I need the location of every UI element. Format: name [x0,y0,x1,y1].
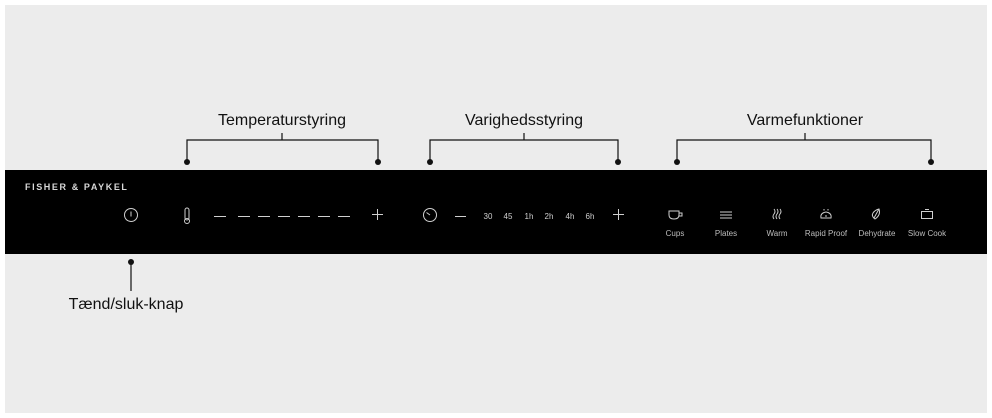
control-panel [5,170,987,254]
warm-button[interactable] [771,208,783,220]
temperature-decrease-button[interactable] [214,216,226,217]
cups-icon [668,210,683,220]
duration-bracket [429,133,619,162]
cups-button[interactable] [668,209,684,221]
temperature-bracket-dot-right [375,159,381,165]
slow-cook-button[interactable] [920,208,934,220]
temperature-increase-button[interactable] [372,209,383,220]
duration-option-30[interactable]: 30 [483,212,493,221]
power-icon [124,208,138,222]
temperature-control-label: Temperaturstyring [217,112,347,129]
power-button-label: Tænd/sluk-knap [68,296,184,313]
dehydrate-label: Dehydrate [858,229,896,238]
duration-option-6h[interactable]: 6h [585,212,595,221]
timer-icon [423,208,437,222]
duration-decrease-button[interactable] [455,216,466,217]
slow-cook-label: Slow Cook [907,229,947,238]
dehydrate-icon [871,208,880,220]
duration-control-label: Varighedsstyring [465,112,583,129]
temperature-level-segment[interactable] [338,216,350,217]
temperature-level-segment[interactable] [238,216,250,217]
rapid-proof-label: Rapid Proof [804,229,848,238]
heat-functions-bracket-dot-right [928,159,934,165]
duration-bracket-dot-right [615,159,621,165]
brand-logo: FISHER & PAYKEL [25,182,129,192]
duration-option-4h[interactable]: 4h [565,212,575,221]
duration-option-2h[interactable]: 2h [544,212,554,221]
slow-cook-icon [921,209,933,219]
rapid-proof-button[interactable] [819,208,833,220]
duration-option-1h[interactable]: 1h [524,212,534,221]
power-button[interactable] [123,207,139,223]
power-leader-dot [128,259,134,265]
temperature-level-segment[interactable] [298,216,310,217]
plates-button[interactable] [719,210,733,220]
duration-increase-button[interactable] [613,209,624,220]
temperature-level-segment[interactable] [318,216,330,217]
warm-icon [772,208,782,220]
duration-option-45[interactable]: 45 [503,212,513,221]
dehydrate-button[interactable] [870,207,882,221]
heat-functions-label: Varmefunktioner [746,112,864,129]
thermometer-icon [184,207,190,224]
warm-label: Warm [766,229,788,238]
heat-functions-bracket-dot-left [674,159,680,165]
temperature-bracket-dot-left [184,159,190,165]
rapid-proof-icon [820,209,832,219]
plates-icon [720,211,732,219]
temperature-level-segment[interactable] [258,216,270,217]
temperature-bracket [186,133,379,162]
plates-label: Plates [714,229,738,238]
heat-functions-bracket [676,133,932,162]
duration-bracket-dot-left [427,159,433,165]
temperature-level-segment[interactable] [278,216,290,217]
cups-label: Cups [665,229,685,238]
